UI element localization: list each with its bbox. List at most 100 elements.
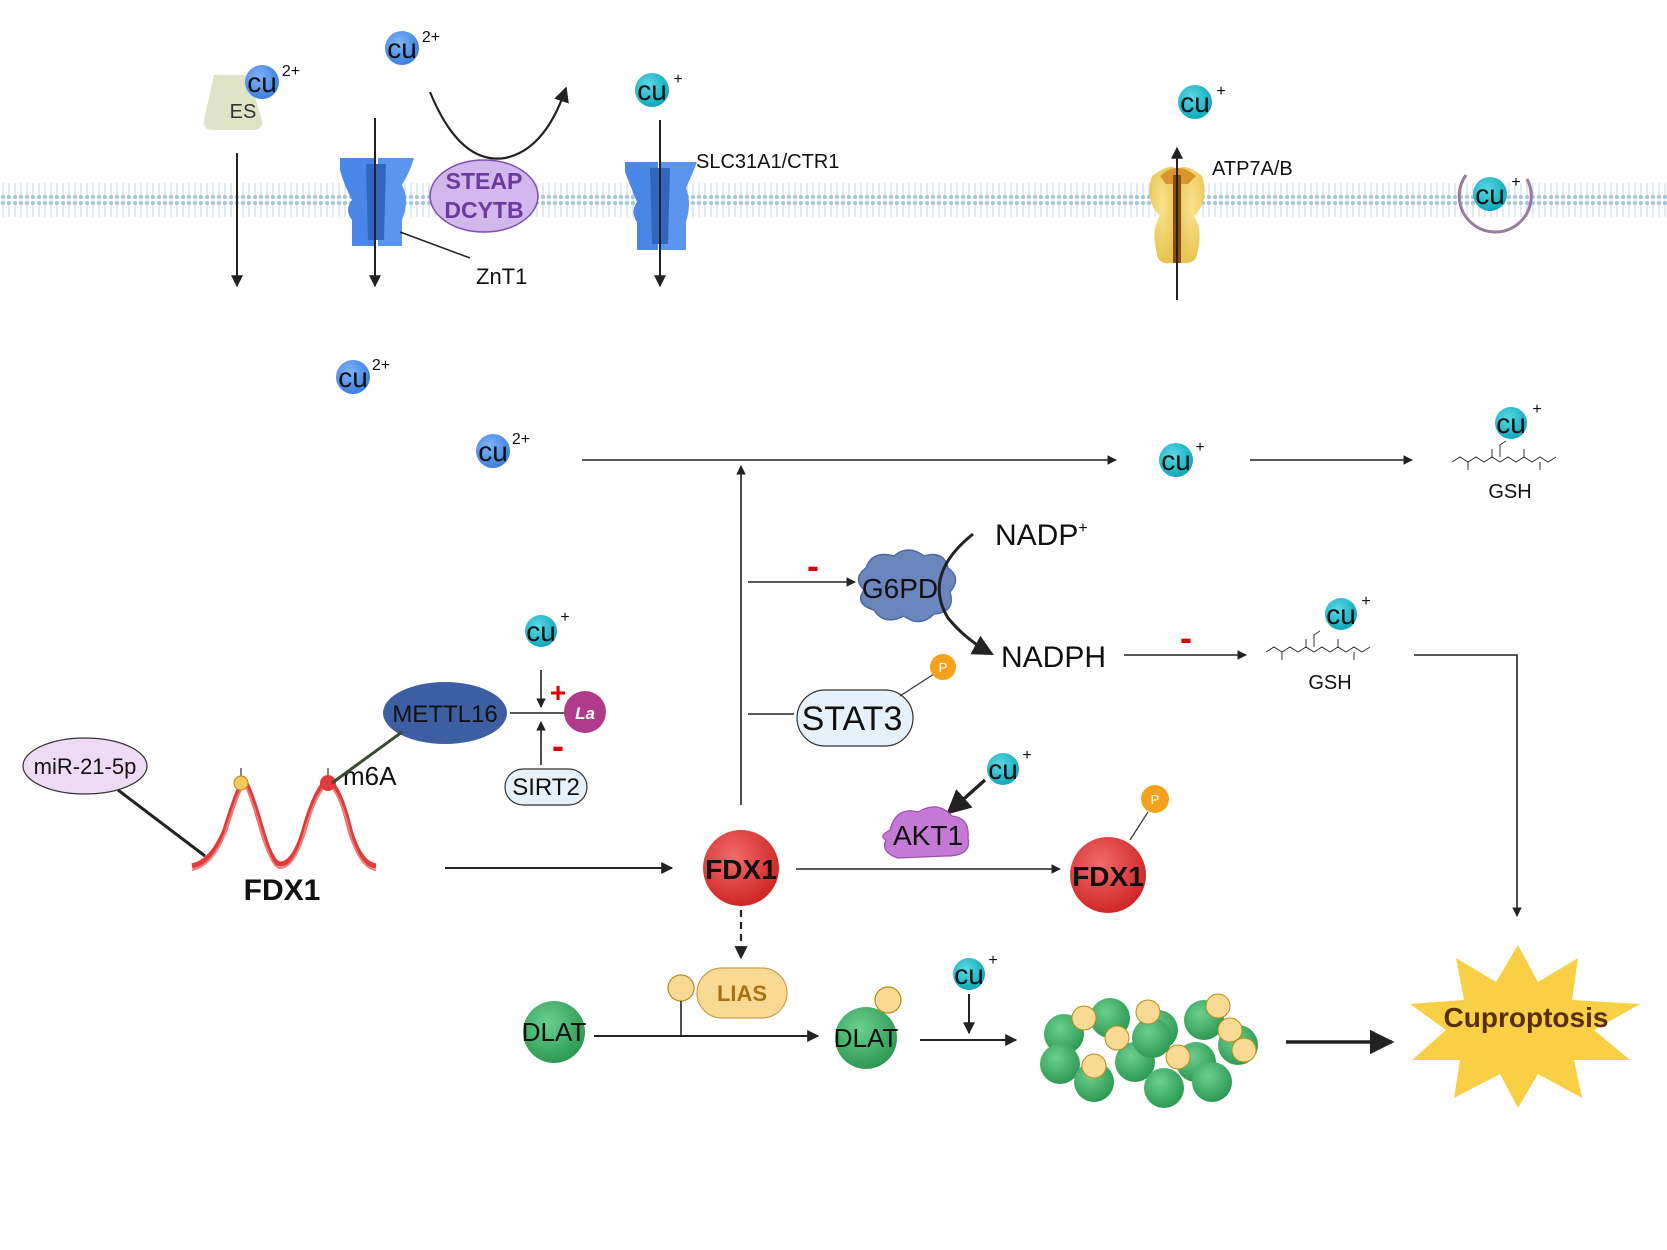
steap-reduction-arrow — [428, 86, 569, 160]
charge-label: + — [1195, 439, 1204, 456]
es-label: ES — [230, 101, 257, 123]
dlat-oligomer-aggregate — [1040, 993, 1258, 1108]
charge-label: + — [560, 609, 569, 626]
g6pd-label: G6PD — [862, 573, 938, 604]
cu1-ion-reduced: cu + — [1159, 439, 1205, 477]
sirt2-label: SIRT2 — [512, 774, 580, 801]
akt1-protein: AKT1 — [882, 806, 970, 859]
mir-binding-line — [117, 788, 206, 858]
sirt2-protein: SIRT2 — [504, 768, 588, 806]
fdx1-mrna — [191, 768, 377, 871]
dcytb-label: DCYTB — [444, 197, 523, 223]
cu-label: cu — [1475, 179, 1505, 210]
cu-label: cu — [247, 67, 277, 98]
cu2-ion-es: cu 2+ — [245, 63, 300, 99]
cell-membrane — [0, 182, 1667, 222]
fdx1-protein: FDX1 — [703, 830, 779, 906]
dlat-unlipoylated: DLAT — [522, 1001, 587, 1063]
mettl16-m6a-line — [331, 730, 403, 785]
cu-label: cu — [988, 754, 1018, 785]
cu1-ion-dlat: cu + — [953, 952, 998, 990]
fdx1-gene-label: FDX1 — [244, 874, 321, 907]
cu1-ion-akt: cu + — [987, 747, 1032, 785]
nadph-label: NADPH — [1001, 641, 1106, 674]
nadp-reduction-arrow — [937, 532, 994, 656]
charge-label: + — [1532, 401, 1541, 418]
cu-label: cu — [387, 33, 417, 64]
charge-label: + — [1361, 593, 1370, 610]
cu-label: cu — [526, 616, 556, 647]
cuproptosis-label: Cuproptosis — [1444, 1002, 1609, 1033]
lias-label: LIAS — [717, 981, 767, 1006]
phospho-label: P — [1151, 792, 1160, 807]
la-inhibit-sign: - — [552, 725, 564, 766]
lias-enzyme: LIAS — [667, 967, 788, 1036]
atp7ab-label: ATP7A/B — [1212, 158, 1293, 180]
cu-akt1-arrow — [946, 778, 987, 815]
stat3-label: STAT3 — [802, 700, 903, 738]
charge-label: 2+ — [282, 63, 300, 80]
stat3-protein: STAT3 P — [796, 654, 956, 747]
fdx1-phosphorylated: FDX1 P — [1070, 785, 1169, 913]
mettl16-label: METTL16 — [392, 701, 497, 728]
lactate-la: La — [564, 691, 606, 733]
la-label: La — [575, 704, 595, 723]
nadp-charge: + — [1078, 520, 1087, 537]
cu2-ion-cytosol-a: cu 2+ — [336, 357, 390, 394]
cu1-ion-slc: cu + — [635, 71, 683, 107]
dlat-lipoylated: DLAT — [834, 986, 902, 1069]
cu-label: cu — [1326, 599, 1356, 630]
charge-label: 2+ — [372, 357, 390, 374]
charge-label: + — [1216, 83, 1225, 100]
fdx1-label: FDX1 — [1072, 861, 1144, 892]
steap-label: STEAP — [446, 168, 523, 194]
gsh-to-cuproptosis-arrow — [1414, 654, 1522, 917]
vesicle-membrane — [1457, 174, 1533, 234]
dlat-label: DLAT — [522, 1017, 587, 1047]
cu-label: cu — [954, 959, 984, 990]
gsh-label: GSH — [1488, 481, 1531, 503]
cu-label: cu — [1180, 87, 1210, 118]
nadp-label: NADP+ — [995, 519, 1088, 552]
cu-label: cu — [637, 75, 667, 106]
m6a-label: m6A — [343, 761, 397, 791]
charge-label: + — [1511, 174, 1520, 191]
phospho-label: P — [939, 660, 948, 675]
cu1-ion-atp7: cu + — [1178, 83, 1226, 119]
charge-label: + — [988, 952, 997, 969]
znt1-label: ZnT1 — [476, 264, 527, 289]
gsh-molecule-top: cu + GSH — [1451, 401, 1557, 503]
cu-label: cu — [1161, 445, 1191, 476]
g6pd-inhibit-sign: - — [807, 545, 819, 586]
mir-21-5p: miR-21-5p — [22, 737, 148, 795]
gsh-label: GSH — [1308, 672, 1351, 694]
cuproptosis-outcome: Cuproptosis — [1410, 945, 1640, 1108]
slc31a1-label: SLC31A1/CTR1 — [696, 151, 839, 173]
la-activate-sign: + — [550, 677, 566, 708]
fdx1-label: FDX1 — [705, 854, 777, 885]
charge-label: 2+ — [512, 431, 530, 448]
gsh-molecule-mid: cu + GSH — [1265, 593, 1371, 694]
cu2-ion-top: cu 2+ — [385, 29, 440, 65]
akt1-label: AKT1 — [893, 820, 963, 851]
charge-label: + — [1022, 747, 1031, 764]
gsh-inhibit-sign: - — [1180, 617, 1192, 658]
cu1-ion-la: cu + — [525, 609, 570, 647]
slc31a1-transporter — [625, 162, 697, 250]
dlat-label: DLAT — [834, 1023, 899, 1053]
steap-dcytb-enzyme: STEAP DCYTB — [429, 159, 539, 233]
cu-label: cu — [1496, 408, 1526, 439]
cu2-ion-cytosol-b: cu 2+ — [476, 431, 530, 468]
nadp-text: NADP — [995, 519, 1078, 552]
charge-label: + — [673, 71, 682, 88]
cu1-ion-vesicle: cu + — [1473, 174, 1521, 211]
charge-label: 2+ — [422, 29, 440, 46]
atp7ab-transporter — [1149, 167, 1205, 264]
mir-label: miR-21-5p — [34, 754, 137, 779]
cu-label: cu — [478, 436, 508, 467]
mettl16-protein: METTL16 — [383, 682, 507, 744]
g6pd-enzyme: G6PD — [857, 549, 957, 623]
znt1-pointer-line — [399, 231, 471, 259]
cu-label: cu — [338, 362, 368, 393]
